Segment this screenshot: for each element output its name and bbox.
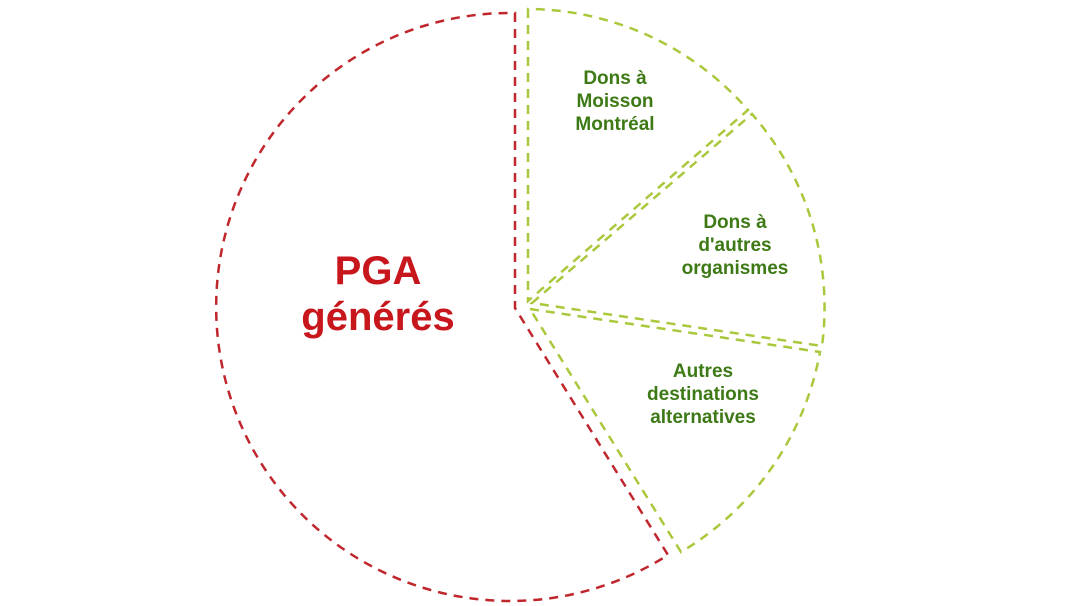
label-dons-moisson-montreal: Dons à Moisson Montréal xyxy=(540,68,690,136)
label-line: organismes xyxy=(681,257,789,279)
label-line: Dons à xyxy=(703,212,767,233)
label-line: Montréal xyxy=(575,113,655,135)
slice-autres-destinations xyxy=(527,307,822,554)
label-line: d'autres xyxy=(698,234,772,256)
label-line: destinations xyxy=(647,383,759,405)
label-line: générés xyxy=(301,295,455,339)
label-dons-autres-organismes: Dons à d'autres organismes xyxy=(655,212,815,280)
slice-dons-autres-organismes xyxy=(529,112,826,348)
label-pga-generes: PGA générés xyxy=(268,248,488,340)
slice-dons-moisson-montreal xyxy=(526,7,750,304)
label-line: Dons à xyxy=(583,68,647,89)
label-line: PGA xyxy=(334,249,422,293)
label-line: alternatives xyxy=(650,406,756,428)
label-autres-destinations: Autres destinations alternatives xyxy=(618,361,788,429)
label-line: Moisson xyxy=(576,90,654,112)
label-line: Autres xyxy=(672,361,734,382)
